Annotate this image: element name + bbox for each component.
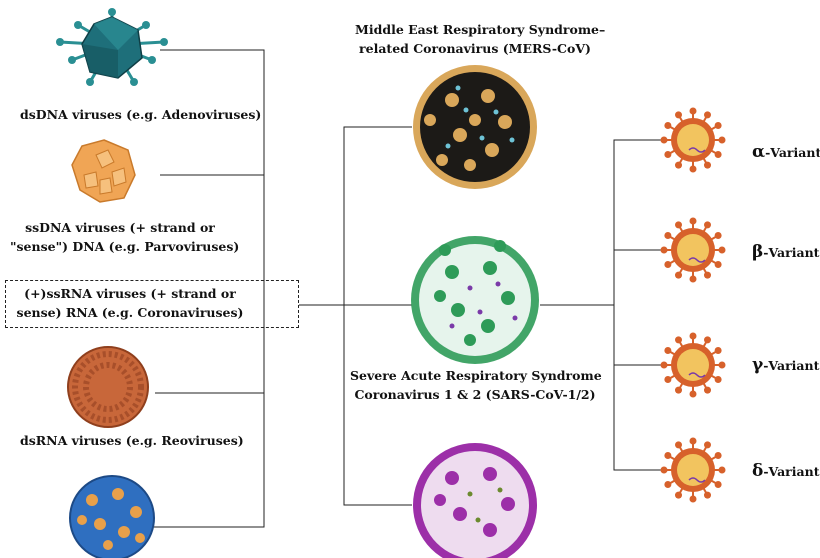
adenovirus-label: dsDNA viruses (e.g. Adenoviruses)	[20, 107, 262, 122]
parvovirus-label: ssDNA viruses (+ strand or "sense") DNA …	[10, 220, 240, 254]
beta-variant-label: β-Variant	[752, 242, 820, 262]
mers-cov-label: Middle East Respiratory Syndrome– relate…	[355, 22, 606, 56]
sars-cov-label: Severe Acute Respiratory Syndrome Corona…	[350, 368, 602, 402]
mers-cov-icon	[413, 65, 537, 189]
blue-virus-icon	[69, 475, 155, 558]
beta-variant-icon	[660, 217, 726, 283]
variants-trunk-connector	[613, 139, 665, 471]
coronavirus-label: (+)ssRNA viruses (+ strand or sense) RNA…	[16, 286, 244, 320]
reovirus-label: dsRNA viruses (e.g. Reoviruses)	[20, 433, 244, 448]
middle-trunk-connector	[343, 126, 412, 506]
coronavirus-highlight-box	[5, 280, 299, 328]
delta-variant-label: δ-Variant	[752, 461, 820, 481]
reovirus-icon	[67, 346, 149, 428]
parvovirus-icon	[71, 139, 136, 203]
gamma-variant-icon	[660, 332, 726, 398]
alpha-variant-label: α-Variant	[752, 142, 820, 162]
sars-cov-icon	[411, 236, 539, 364]
adenovirus-icon	[56, 8, 168, 86]
alpha-variant-icon	[660, 107, 726, 173]
left-trunk-connector	[150, 49, 265, 528]
delta-variant-icon	[660, 437, 726, 503]
purple-coronavirus-icon	[413, 443, 537, 558]
gamma-variant-label: γ-Variant	[752, 355, 820, 375]
